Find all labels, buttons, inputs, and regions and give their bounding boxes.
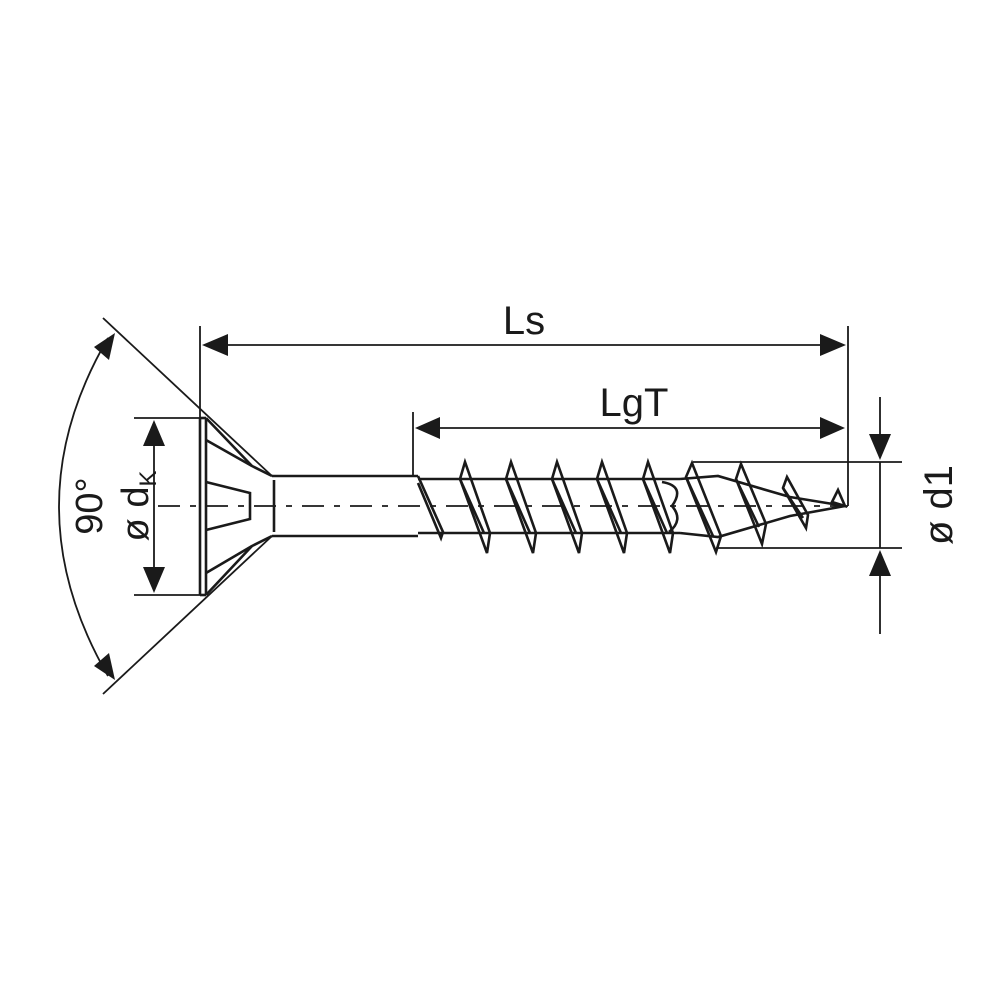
lgt-label: LgT (600, 381, 669, 425)
angle-extension-line-top (102, 317, 273, 477)
lgt-arrow-left-icon (415, 417, 440, 439)
thread-crest (458, 457, 492, 554)
thread-crest (595, 457, 629, 554)
thread-crest (550, 457, 584, 554)
d1-label: ø d1 (917, 465, 961, 545)
lgt-arrow-right-icon (820, 417, 845, 439)
thread-crest (416, 475, 445, 542)
tip-taper-top (679, 474, 846, 508)
thread-crest (734, 460, 768, 549)
thread-diameter-dimension: ø d1 (693, 397, 961, 634)
ls-label: Ls (503, 299, 545, 343)
angle-arc (58, 337, 109, 677)
ls-arrow-left-icon (202, 334, 228, 356)
head-rib-bottom (205, 544, 253, 575)
d1-arrow-bottom-icon (869, 550, 891, 576)
overall-length-dimension: Ls (199, 299, 849, 507)
dk-arrow-top-icon (143, 420, 165, 446)
angle-extension-line-bottom (102, 535, 273, 695)
dk-label-main: ø d (115, 487, 157, 542)
angle-label: 90° (69, 477, 111, 534)
dk-arrow-bottom-icon (143, 567, 165, 593)
head-rib-top (205, 438, 253, 468)
dk-label: ø dK (115, 471, 162, 542)
thread-crest (504, 457, 538, 554)
countersink-angle-dimension: 90° (58, 317, 273, 695)
thread-crest (684, 459, 723, 556)
thread-length-dimension: LgT (412, 381, 845, 476)
thread-crest (641, 457, 675, 554)
ls-arrow-right-icon (820, 334, 846, 356)
screw-head (198, 416, 276, 597)
angle-arrow-top-icon (94, 333, 115, 360)
thread-crest (781, 473, 810, 532)
d1-arrow-top-icon (869, 434, 891, 460)
angle-arrow-bottom-icon (94, 653, 115, 680)
thread-crest-tip (830, 486, 848, 509)
drive-recess-icon (205, 480, 252, 532)
dk-label-subscript: K (135, 471, 162, 487)
head-diameter-dimension: ø dK (115, 417, 202, 596)
screw-thread (416, 457, 848, 556)
screw-shank (272, 474, 418, 538)
